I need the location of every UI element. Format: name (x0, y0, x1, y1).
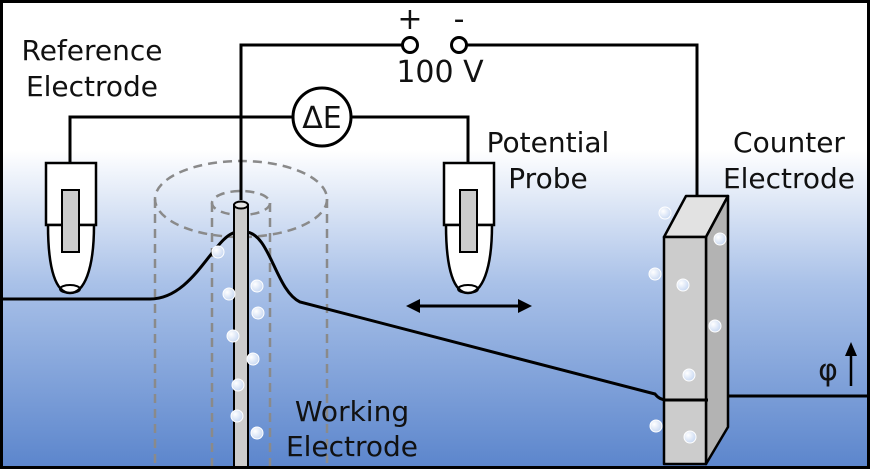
phi-up-arrow-icon (845, 342, 857, 386)
potential-probe-label-line1: Potential (487, 126, 610, 159)
reference-electrode-label-line1: Reference (22, 34, 163, 67)
bubble (648, 267, 662, 281)
working-electrode (233, 200, 249, 468)
counter-electrode-label-line1: Counter (733, 126, 845, 159)
potential-probe-label-line2: Probe (508, 162, 587, 195)
bubble (226, 329, 240, 343)
bubble (649, 419, 663, 433)
negative-sign: - (454, 2, 465, 37)
positive-terminal (401, 36, 419, 54)
positive-sign: + (397, 2, 422, 37)
working-electrode-label-line2: Electrode (286, 430, 418, 463)
bubble (658, 206, 672, 220)
gas-bubbles (211, 206, 727, 444)
counter-electrode (662, 194, 730, 466)
probe-movement-arrow (406, 299, 532, 313)
bubble (682, 368, 696, 382)
negative-terminal (450, 36, 468, 54)
bubble (250, 426, 264, 440)
phi-label: φ (818, 353, 838, 388)
bubble (713, 232, 727, 246)
bubble (230, 409, 244, 423)
electrolyte-bath (0, 150, 870, 469)
voltage-label: 100 V (396, 55, 484, 90)
counter-electrode-label-line2: Electrode (723, 162, 855, 195)
bubble (246, 352, 260, 366)
bubble (676, 278, 690, 292)
bubble (231, 378, 245, 392)
bubble (708, 319, 722, 333)
bubble (211, 245, 225, 259)
working-electrode-label-line1: Working (295, 395, 409, 428)
bubble (222, 287, 236, 301)
bubble (251, 306, 265, 320)
voltmeter (291, 86, 353, 148)
voltmeter-label: ΔE (302, 101, 341, 136)
bubble (250, 279, 264, 293)
potential-probe (442, 161, 496, 295)
reference-electrode (44, 161, 98, 295)
reference-electrode-label-line2: Electrode (26, 70, 158, 103)
bubble (683, 430, 697, 444)
